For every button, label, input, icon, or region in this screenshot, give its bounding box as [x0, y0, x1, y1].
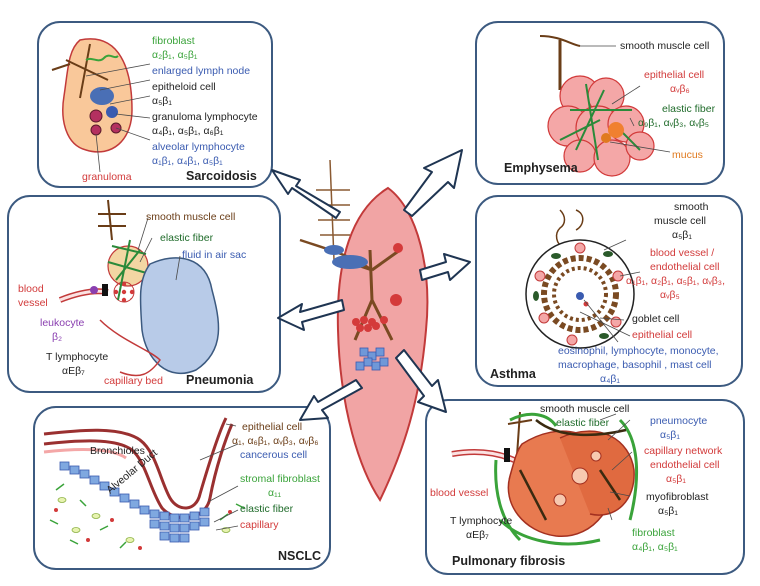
asthma-immune-label: eosinophil, lymphocyte, monocyte,	[558, 345, 719, 357]
pneumonia-illustration	[58, 199, 220, 377]
arrow-to-sarcoidosis	[271, 169, 341, 219]
emphysema-elastic-label: elastic fiber	[662, 103, 716, 115]
nsclc-title: NSCLC	[278, 549, 321, 563]
arrow-to-emphysema	[403, 149, 463, 217]
sarcoidosis-epithelioid-label: epitheloid cell	[152, 81, 216, 93]
emphysema-mucus-label: mucus	[672, 149, 703, 161]
asthma-immune-label-2: macrophage, basophil , mast cell	[558, 359, 712, 371]
fibrosis-t-lymph-integrins: αEβ₇	[466, 529, 489, 541]
sarcoidosis-epithelioid-integrins: α₅β₁	[152, 95, 172, 107]
asthma-smooth-muscle-integrins: α₅β₁	[672, 229, 692, 241]
sarcoidosis-fibroblast-label: fibroblast	[152, 35, 195, 47]
asthma-blood-vessel-integrins-2: αᵥβ₅	[660, 289, 680, 301]
fibrosis-fibroblast-integrins: α₄β₁, α₅β₁	[632, 541, 678, 553]
fibrosis-t-lymph-label: T lymphocyte	[450, 515, 512, 527]
sarcoidosis-granuloma-label: granuloma	[82, 171, 132, 183]
emphysema-epithelial-integrins: αᵥβ₆	[670, 83, 690, 95]
emphysema-title: Emphysema	[504, 161, 579, 175]
asthma-illustration	[525, 209, 641, 349]
nsclc-cancerous-label: cancerous cell	[240, 449, 307, 461]
fibrosis-blood-vessel-label: blood vessel	[430, 487, 488, 499]
nsclc-epithelial-integrins: α₁, α₆β₁, αᵥβ₃, αᵥβ₆	[232, 435, 318, 447]
asthma-blood-vessel-integrins: α₁β₁, α₂β₁, α₅β₁, αᵥβ₃,	[626, 275, 725, 287]
fibrosis-myofibroblast-integrins: α₅β₁	[658, 505, 678, 517]
fibrosis-fibroblast-label: fibroblast	[632, 527, 675, 539]
pneumonia-title: Pneumonia	[186, 373, 254, 387]
pneumonia-leukocyte-integrins: β₂	[52, 331, 62, 343]
asthma-smooth-muscle-label: smooth	[674, 201, 709, 213]
asthma-title: Asthma	[490, 367, 537, 381]
pneumonia-fluid-label: fluid in air sac	[182, 249, 246, 261]
sarcoidosis-title: Sarcoidosis	[186, 169, 257, 183]
sarcoidosis-lymph-node-label: enlarged lymph node	[152, 65, 250, 77]
asthma-blood-vessel-label-2: endothelial cell	[650, 261, 719, 273]
pneumonia-elastic-label: elastic fiber	[160, 232, 214, 244]
nsclc-stromal-integrins: α₁₁	[268, 487, 282, 499]
nsclc-panel	[33, 406, 331, 570]
fibrosis-title: Pulmonary fibrosis	[452, 554, 565, 568]
fibrosis-elastic-label: elastic fiber	[556, 417, 610, 429]
asthma-blood-vessel-label: blood vessel /	[650, 247, 714, 259]
sarcoidosis-alveolar-lymph-integrins: α₁β₁, α₄β₁, α₅β₁	[152, 155, 223, 167]
emphysema-elastic-integrins: α₉β₁, αᵥβ₃, αᵥβ₅	[638, 117, 709, 129]
nsclc-epithelial-label: epithelial cell	[242, 421, 302, 433]
pneumonia-t-lymph-integrins: αEβ₇	[62, 365, 85, 377]
fibrosis-capillary-label: capillary network	[644, 445, 723, 457]
arrow-to-asthma	[419, 253, 471, 281]
pneumonia-leukocyte-label: leukocyte	[40, 317, 85, 329]
nsclc-illustration	[43, 417, 245, 550]
nsclc-elastic-label: elastic fiber	[240, 503, 294, 515]
nsclc-capillary-label: capillary	[240, 519, 279, 531]
asthma-goblet-label: goblet cell	[632, 313, 679, 325]
asthma-immune-integrins: α₄β₁	[600, 373, 620, 385]
pneumonia-blood-vessel-label-2: vessel	[18, 297, 48, 309]
pneumonia-blood-vessel-label: blood	[18, 283, 44, 295]
fibrosis-pneumocyte-label: pneumocyte	[650, 415, 707, 427]
sarcoidosis-illustration	[51, 38, 151, 173]
sarcoidosis-granuloma-lymph-label: granuloma lymphocyte	[152, 111, 258, 123]
emphysema-epithelial-label: epithelial cell	[644, 69, 704, 81]
fibrosis-illustration	[451, 411, 638, 546]
fibrosis-smooth-muscle-label: smooth muscle cell	[540, 403, 629, 415]
arrow-to-fibrosis	[395, 349, 447, 413]
sarcoidosis-fibroblast-integrins: α₂β₁, α₅β₁	[152, 49, 198, 61]
pneumonia-t-lymph-label: T lymphocyte	[46, 351, 108, 363]
nsclc-bronchioles-label: Bronchioles	[90, 445, 145, 457]
pneumonia-smooth-muscle-label: smooth muscle cell	[146, 211, 235, 223]
emphysema-illustration	[539, 35, 671, 177]
asthma-smooth-muscle-label-2: muscle cell	[654, 215, 706, 227]
emphysema-smooth-muscle-label: smooth muscle cell	[620, 40, 709, 52]
fibrosis-capillary-integrins: α₅β₁	[666, 473, 686, 485]
arrow-to-pneumonia	[277, 299, 345, 331]
arrows	[271, 149, 471, 421]
fibrosis-myofibroblast-label: myofibroblast	[646, 491, 709, 503]
sarcoidosis-granuloma-lymph-integrins: α₄β₁, α₅β₁, α₆β₁	[152, 125, 224, 137]
fibrosis-pneumocyte-integrins: α₅β₁	[660, 429, 680, 441]
pneumonia-capillary-bed-label: capillary bed	[104, 375, 163, 387]
fibrosis-capillary-label-2: endothelial cell	[650, 459, 719, 471]
asthma-epithelial-label: epithelial cell	[632, 329, 692, 341]
sarcoidosis-alveolar-lymph-label: alveolar lymphocyte	[152, 141, 245, 153]
nsclc-stromal-label: stromal fibroblast	[240, 473, 320, 485]
arrow-to-nsclc	[299, 379, 363, 421]
